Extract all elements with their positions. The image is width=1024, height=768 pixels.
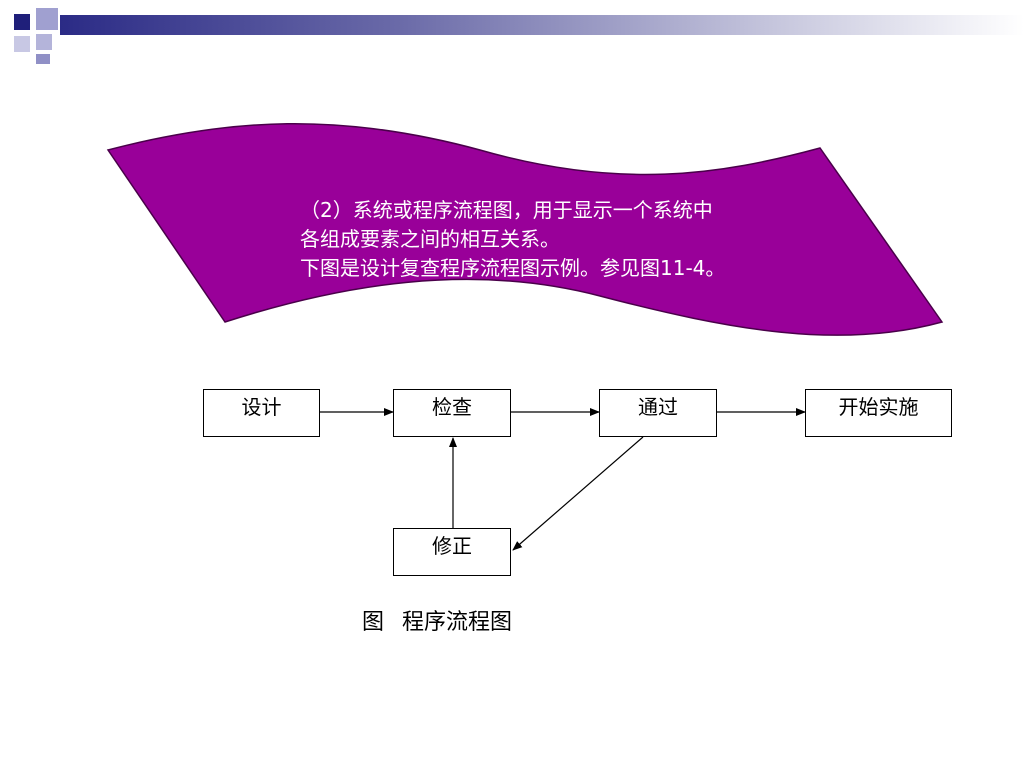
banner-line: 下图是设计复查程序流程图示例。参见图11-4。 — [300, 256, 726, 280]
caption-label: 图 — [362, 610, 385, 635]
node-pass: 通过 — [599, 389, 717, 437]
wave-banner — [106, 123, 944, 336]
arrow-pass-to-revise — [512, 436, 644, 551]
banner-text: （2）系统或程序流程图，用于显示一个系统中 各组成要素之间的相互关系。 下图是设… — [300, 196, 840, 283]
banner-line: （2）系统或程序流程图，用于显示一个系统中 — [300, 198, 713, 222]
node-revise: 修正 — [393, 528, 511, 576]
header-square-light — [36, 34, 52, 50]
node-implement: 开始实施 — [805, 389, 952, 437]
figure-caption: 图程序流程图 — [362, 604, 512, 636]
header-square-dark — [14, 14, 30, 30]
header-square-light — [36, 8, 58, 30]
header-square-light — [36, 54, 50, 64]
caption-title: 程序流程图 — [402, 610, 513, 635]
header-square-light — [14, 36, 30, 52]
node-check: 检查 — [393, 389, 511, 437]
banner-line: 各组成要素之间的相互关系。 — [300, 227, 560, 251]
header-gradient-bar — [60, 15, 1024, 35]
node-design: 设计 — [203, 389, 320, 437]
